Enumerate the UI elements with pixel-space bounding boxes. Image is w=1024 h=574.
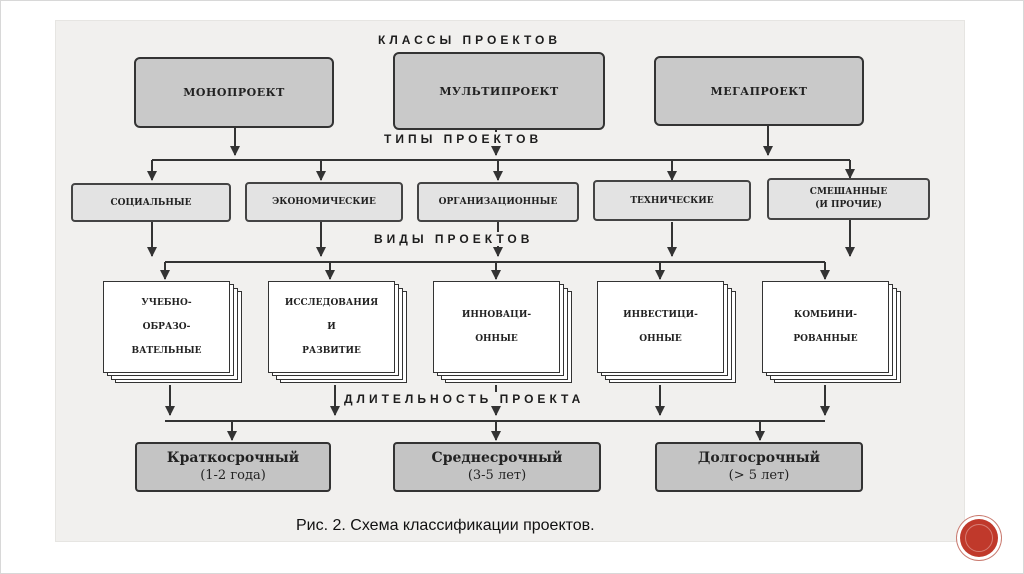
duration-range: (1-2 года) bbox=[200, 468, 266, 483]
duration-box-medium: Среднесрочный (3-5 лет) bbox=[393, 442, 601, 492]
level-heading-duration: ДЛИТЕЛЬНОСТЬ ПРОЕКТА bbox=[338, 392, 591, 406]
type-box-economic: ЭКОНОМИЧЕСКИЕ bbox=[245, 182, 403, 222]
slide-number-badge bbox=[960, 519, 998, 557]
level-heading-types: ТИПЫ ПРОЕКТОВ bbox=[378, 132, 549, 146]
level-heading-kinds: ВИДЫ ПРОЕКТОВ bbox=[368, 232, 540, 246]
duration-range: (3-5 лет) bbox=[467, 468, 527, 483]
kind-stack-research: ИССЛЕДОВАНИЯ И РАЗВИТИЕ bbox=[268, 281, 410, 385]
kind-stack-innovation: ИННОВАЦИ- ОННЫЕ bbox=[433, 281, 575, 385]
type-box-social: СОЦИАЛЬНЫЕ bbox=[71, 183, 231, 222]
type-box-mixed: СМЕШАННЫЕ (И ПРОЧИЕ) bbox=[767, 178, 930, 220]
kind-box-innovation: ИННОВАЦИ- ОННЫЕ bbox=[433, 281, 560, 373]
class-box-mega: МЕГАПРОЕКТ bbox=[654, 56, 864, 126]
level-heading-classes: КЛАССЫ ПРОЕКТОВ bbox=[378, 33, 561, 47]
kind-box-combined: КОМБИНИ- РОВАННЫЕ bbox=[762, 281, 889, 373]
duration-title: Долгосрочный bbox=[697, 450, 821, 466]
type-box-technical: ТЕХНИЧЕСКИЕ bbox=[593, 180, 751, 221]
class-box-multi: МУЛЬТИПРОЕКТ bbox=[393, 52, 605, 130]
duration-range: (> 5 лет) bbox=[728, 468, 790, 483]
type-box-organizational: ОРГАНИЗАЦИОННЫЕ bbox=[417, 182, 579, 222]
kind-box-research: ИССЛЕДОВАНИЯ И РАЗВИТИЕ bbox=[268, 281, 395, 373]
duration-title: Среднесрочный bbox=[431, 450, 563, 466]
kind-box-educational: УЧЕБНО- ОБРАЗО- ВАТЕЛЬНЫЕ bbox=[103, 281, 230, 373]
duration-box-long: Долгосрочный (> 5 лет) bbox=[655, 442, 863, 492]
kind-box-investment: ИНВЕСТИЦИ- ОННЫЕ bbox=[597, 281, 724, 373]
figure-caption: Рис. 2. Схема классификации проектов. bbox=[296, 517, 595, 534]
duration-box-short: Краткосрочный (1-2 года) bbox=[135, 442, 331, 492]
kind-stack-investment: ИНВЕСТИЦИ- ОННЫЕ bbox=[597, 281, 739, 385]
kind-stack-educational: УЧЕБНО- ОБРАЗО- ВАТЕЛЬНЫЕ bbox=[103, 281, 245, 385]
class-box-mono: МОНОПРОЕКТ bbox=[134, 57, 334, 128]
kind-stack-combined: КОМБИНИ- РОВАННЫЕ bbox=[762, 281, 904, 385]
duration-title: Краткосрочный bbox=[166, 450, 300, 466]
